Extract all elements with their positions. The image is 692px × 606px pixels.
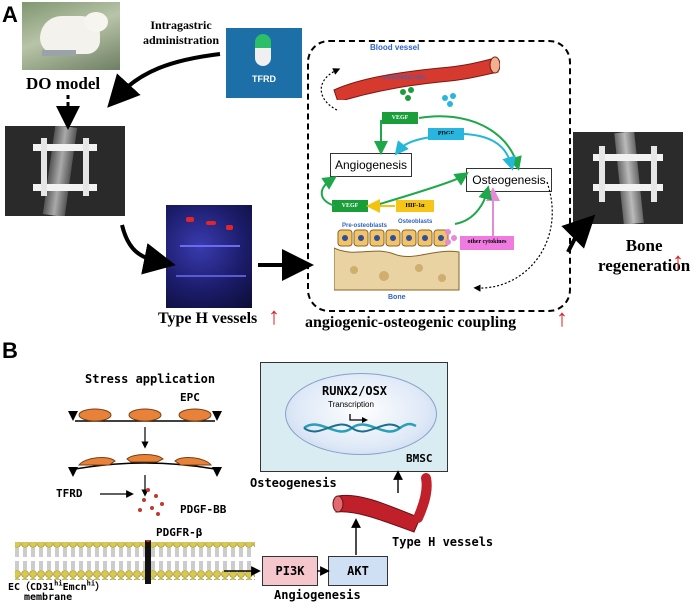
bone-regeneration-up-arrow: ↑ [672,249,684,275]
dna-helix-icon [303,414,417,433]
nucleus [285,373,437,455]
endothelial-cells-label: endothelial cells [383,75,426,81]
angiogenesis-b-label: Angiogenesis [274,588,361,602]
epc-stress-diagram [68,408,222,497]
runx2-label: RUNX2/OSX [322,384,388,398]
epc-label: EPC [180,391,200,404]
osteogenesis-b-label: Osteogenesis [250,476,337,490]
coupling-box [307,40,571,312]
other-cytokines-tag: other cytokines [460,236,514,250]
pdgfr-label: PDGFR-β [156,526,203,539]
ec-label: EC（CD31hiEmcnhi） [8,579,106,593]
akt-box: AKT [328,556,388,586]
xray-to-vessel-arrow [120,224,176,275]
route-label: Intragastric administration [143,18,220,47]
epc-row-after [68,454,222,477]
tfrd-capsule-photo: TFRD [226,28,302,98]
pi3k-box: PI3K [262,556,318,586]
tfrd-capsule-label: TFRD [252,74,276,84]
cell-membrane [15,540,255,584]
tfrd-to-pdgf-arrow [100,488,164,516]
panel-b-arrows [224,470,403,576]
pink-dots [445,229,457,245]
epc-row-before [68,408,222,422]
blood-vessel-label: Blood vessel [370,43,420,52]
type-h-vessels-b-label: Type H vessels [392,535,494,549]
osteoblasts-label: Osteoblasts [398,219,433,225]
type-h-vessel-image [166,205,252,308]
bone-regeneration-label: Bone regeneration [598,236,691,275]
transcription-label: Transcription [328,400,374,409]
vegf-top-tag: VEGF [382,112,418,124]
vegf-bottom-tag: VEGF [332,200,368,212]
membrane-label: membrane [24,592,73,603]
coupling-arrows [320,68,553,292]
intragastric-arrow [107,52,221,108]
blood-vessel-icon [333,56,500,100]
angiogenesis-box: Angiogenesis [330,153,412,177]
xray-after [573,132,683,224]
bone-cells-illustration [334,229,460,291]
type-h-label: Type H vessels [158,310,258,327]
type-h-vessel-icon [332,473,432,533]
panel-label-a: A [2,2,18,27]
pre-osteoblasts-label: Pre-osteoblasts [342,223,388,229]
coupling-label: angiogenic-osteogenic coupling [305,314,517,331]
panel-label-b: B [2,338,18,363]
cytokine-dots [400,87,456,107]
hif-tag: HIF-1α [396,200,434,212]
bmsc-label: BMSC [406,452,433,465]
xray-before [5,126,125,216]
tfrd-label: TFRD [56,487,83,500]
coupling-up-arrow: ↑ [556,306,568,332]
rat-photo [22,2,120,70]
do-model-label: DO model [26,74,101,93]
stress-application-label: Stress application [85,372,216,386]
bone-label: Bone [388,294,406,301]
type-h-up-arrow: ↑ [268,304,280,330]
pdgf-bb-label: PDGF-BB [180,503,227,516]
